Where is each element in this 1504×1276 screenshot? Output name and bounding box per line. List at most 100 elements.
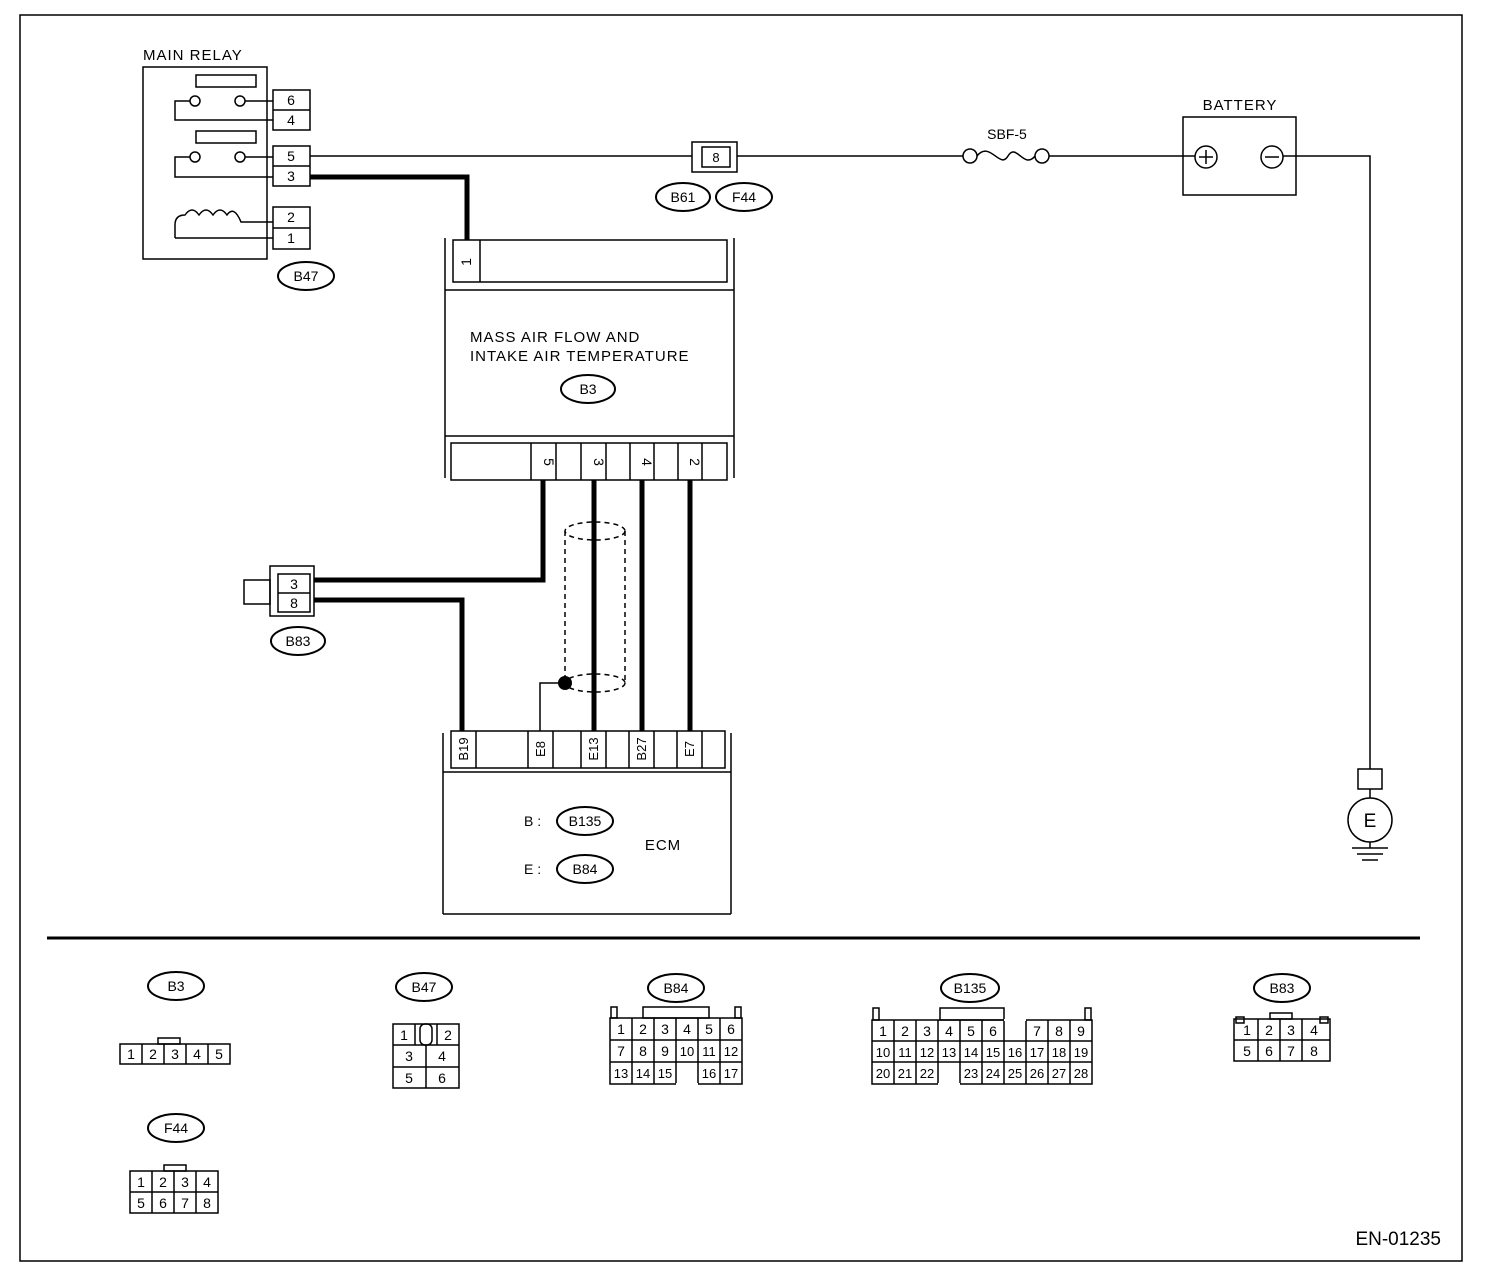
pin-number: 5 <box>967 1023 975 1039</box>
battery: BATTERY <box>1182 97 1297 196</box>
pin-number: 25 <box>1008 1066 1022 1081</box>
main-relay-label: MAIN RELAY <box>143 47 243 64</box>
joint-b61-f44: 8 B61 F44 <box>655 141 773 212</box>
pin-number: 9 <box>1077 1023 1085 1039</box>
maf-top-pin-label: 1 <box>458 258 474 266</box>
fuse-sbf5: SBF-5 <box>962 126 1050 164</box>
pin-number: 3 <box>1287 1022 1295 1038</box>
wires <box>310 155 1371 769</box>
pin-number: 1 <box>879 1023 887 1039</box>
fuse-label: SBF-5 <box>987 126 1027 142</box>
pin-number: 26 <box>1030 1066 1044 1081</box>
connector-badge-label: F44 <box>732 189 756 205</box>
battery-label: BATTERY <box>1203 97 1278 114</box>
pin-number: 1 <box>400 1027 408 1043</box>
ecm-pin-label: E7 <box>682 741 697 757</box>
pin-number: 12 <box>920 1045 934 1060</box>
connector-view-f44: F44 1 2 3 4 5 6 7 8 <box>129 1113 219 1214</box>
connector-badge-b84 <box>556 854 614 884</box>
pin-number: 6 <box>727 1021 735 1037</box>
connector-badge-label: B84 <box>573 861 598 877</box>
connector-view-b83: B83 1 2 3 4 5 6 7 8 <box>1233 973 1331 1062</box>
connector-view-label: B135 <box>954 980 987 996</box>
ecm-label: ECM <box>645 837 681 854</box>
ecm-pin-label: B19 <box>456 737 471 760</box>
relay-pin-label: 6 <box>287 92 295 108</box>
connector-badge-label: B47 <box>294 268 319 284</box>
pin-number: 27 <box>1052 1066 1066 1081</box>
pin-number: 8 <box>1055 1023 1063 1039</box>
pin-number: 14 <box>964 1045 978 1060</box>
connector-view-b135: B135 1 2 3 4 5 6 7 8 9 10 <box>871 973 1093 1085</box>
pin-number: 16 <box>702 1066 716 1081</box>
maf-sensor: 1 MASS AIR FLOW AND INTAKE AIR TEMPERATU… <box>444 238 735 481</box>
relay-pin-label: 1 <box>287 230 295 246</box>
ecm-b-prefix: B : <box>524 813 541 829</box>
connector-view-label: B3 <box>167 978 184 994</box>
connector-badge-b3 <box>560 374 616 404</box>
pin-number: 15 <box>658 1066 672 1081</box>
pin-number: 2 <box>149 1046 157 1062</box>
pin-number: 11 <box>898 1045 912 1060</box>
pin-number: 23 <box>964 1066 978 1081</box>
pin-number: 1 <box>1243 1022 1251 1038</box>
ecm: B19 E8 E13 B27 E7 B : B135 E : B84 ECM <box>442 730 732 915</box>
b83-pin-label: 3 <box>290 576 298 592</box>
pin-number: 17 <box>724 1066 738 1081</box>
main-relay: MAIN RELAY 6 4 5 3 2 1 B47 <box>142 47 335 291</box>
maf-pin-label: 4 <box>639 458 655 466</box>
pin-number: 4 <box>193 1046 201 1062</box>
pin-number: 5 <box>215 1046 223 1062</box>
relay-pin-label: 5 <box>287 148 295 164</box>
pin-number: 4 <box>438 1048 446 1064</box>
figure-id: EN-01235 <box>1355 1229 1441 1250</box>
pin-number: 20 <box>876 1066 890 1081</box>
battery-minus-terminal <box>1260 145 1284 169</box>
pin-number: 7 <box>181 1195 189 1211</box>
pin-number: 10 <box>876 1045 890 1060</box>
pin-number: 16 <box>1008 1045 1022 1060</box>
connector-view-label: B47 <box>412 979 437 995</box>
pin-number: 14 <box>636 1066 650 1081</box>
pin-number: 4 <box>203 1174 211 1190</box>
pin-number: 22 <box>920 1066 934 1081</box>
pin-number: 3 <box>405 1048 413 1064</box>
connector-badge-b135 <box>556 806 614 836</box>
pin-number: 5 <box>1243 1043 1251 1059</box>
pin-number: 4 <box>1310 1022 1318 1038</box>
pin-number: 4 <box>683 1021 691 1037</box>
relay-pin-label: 2 <box>287 209 295 225</box>
ecm-pin-label: E13 <box>586 737 601 760</box>
ground-label: E <box>1364 811 1377 832</box>
connector-badge-label: B3 <box>579 381 596 397</box>
pin-number: 6 <box>989 1023 997 1039</box>
pin-number: 2 <box>639 1021 647 1037</box>
pin-number: 21 <box>898 1066 912 1081</box>
connector-badge-b47 <box>277 261 335 291</box>
wire-shield-to-ecm-e8 <box>539 682 565 731</box>
b83-pin-label: 8 <box>290 595 298 611</box>
connector-view-label: B84 <box>664 980 689 996</box>
ecm-pin-label: B27 <box>634 737 649 760</box>
connector-view-label: B83 <box>1270 980 1295 996</box>
pin-number: 7 <box>1033 1023 1041 1039</box>
ecm-pin-label: E8 <box>533 741 548 757</box>
pin-number: 11 <box>702 1044 716 1059</box>
pin-number: 9 <box>661 1043 669 1059</box>
pin-number: 6 <box>438 1070 446 1086</box>
diagram-frame <box>19 14 1463 1262</box>
pin-number: 8 <box>1310 1043 1318 1059</box>
pin-number: 13 <box>614 1066 628 1081</box>
pin-number: 28 <box>1074 1066 1088 1081</box>
wire-maf5-to-b83 <box>314 480 546 583</box>
pin-number: 2 <box>444 1027 452 1043</box>
pin-number: 1 <box>127 1046 135 1062</box>
pin-number: 5 <box>405 1070 413 1086</box>
pin-number: 5 <box>705 1021 713 1037</box>
pin-number: 8 <box>639 1043 647 1059</box>
pin-number: 4 <box>945 1023 953 1039</box>
pin-number: 1 <box>137 1174 145 1190</box>
connector-badge-f44 <box>715 182 773 212</box>
connector-badge-b83 <box>270 626 326 656</box>
pin-number: 2 <box>159 1174 167 1190</box>
